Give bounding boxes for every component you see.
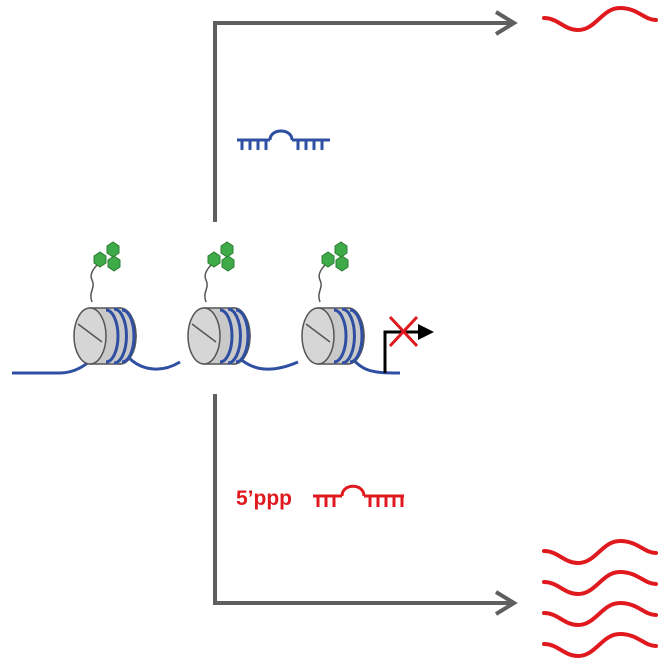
cross-icon: [388, 315, 419, 348]
wavy-rna-icon: [542, 6, 658, 32]
wavy-rna-icon: [542, 539, 658, 658]
triphosphate-small-rna-icon: [313, 484, 404, 507]
nucleosome: [186, 240, 252, 366]
nucleosome: [72, 240, 138, 366]
lower-arrow: [213, 394, 518, 616]
upper-arrow: [213, 10, 518, 222]
nucleosome: [300, 240, 366, 366]
small-rna-hairpin-icon: [237, 129, 330, 150]
triphosphate-label: 5’ppp: [236, 487, 292, 510]
promoter-arrow-icon: [383, 324, 434, 373]
dna-strand: [12, 345, 401, 375]
